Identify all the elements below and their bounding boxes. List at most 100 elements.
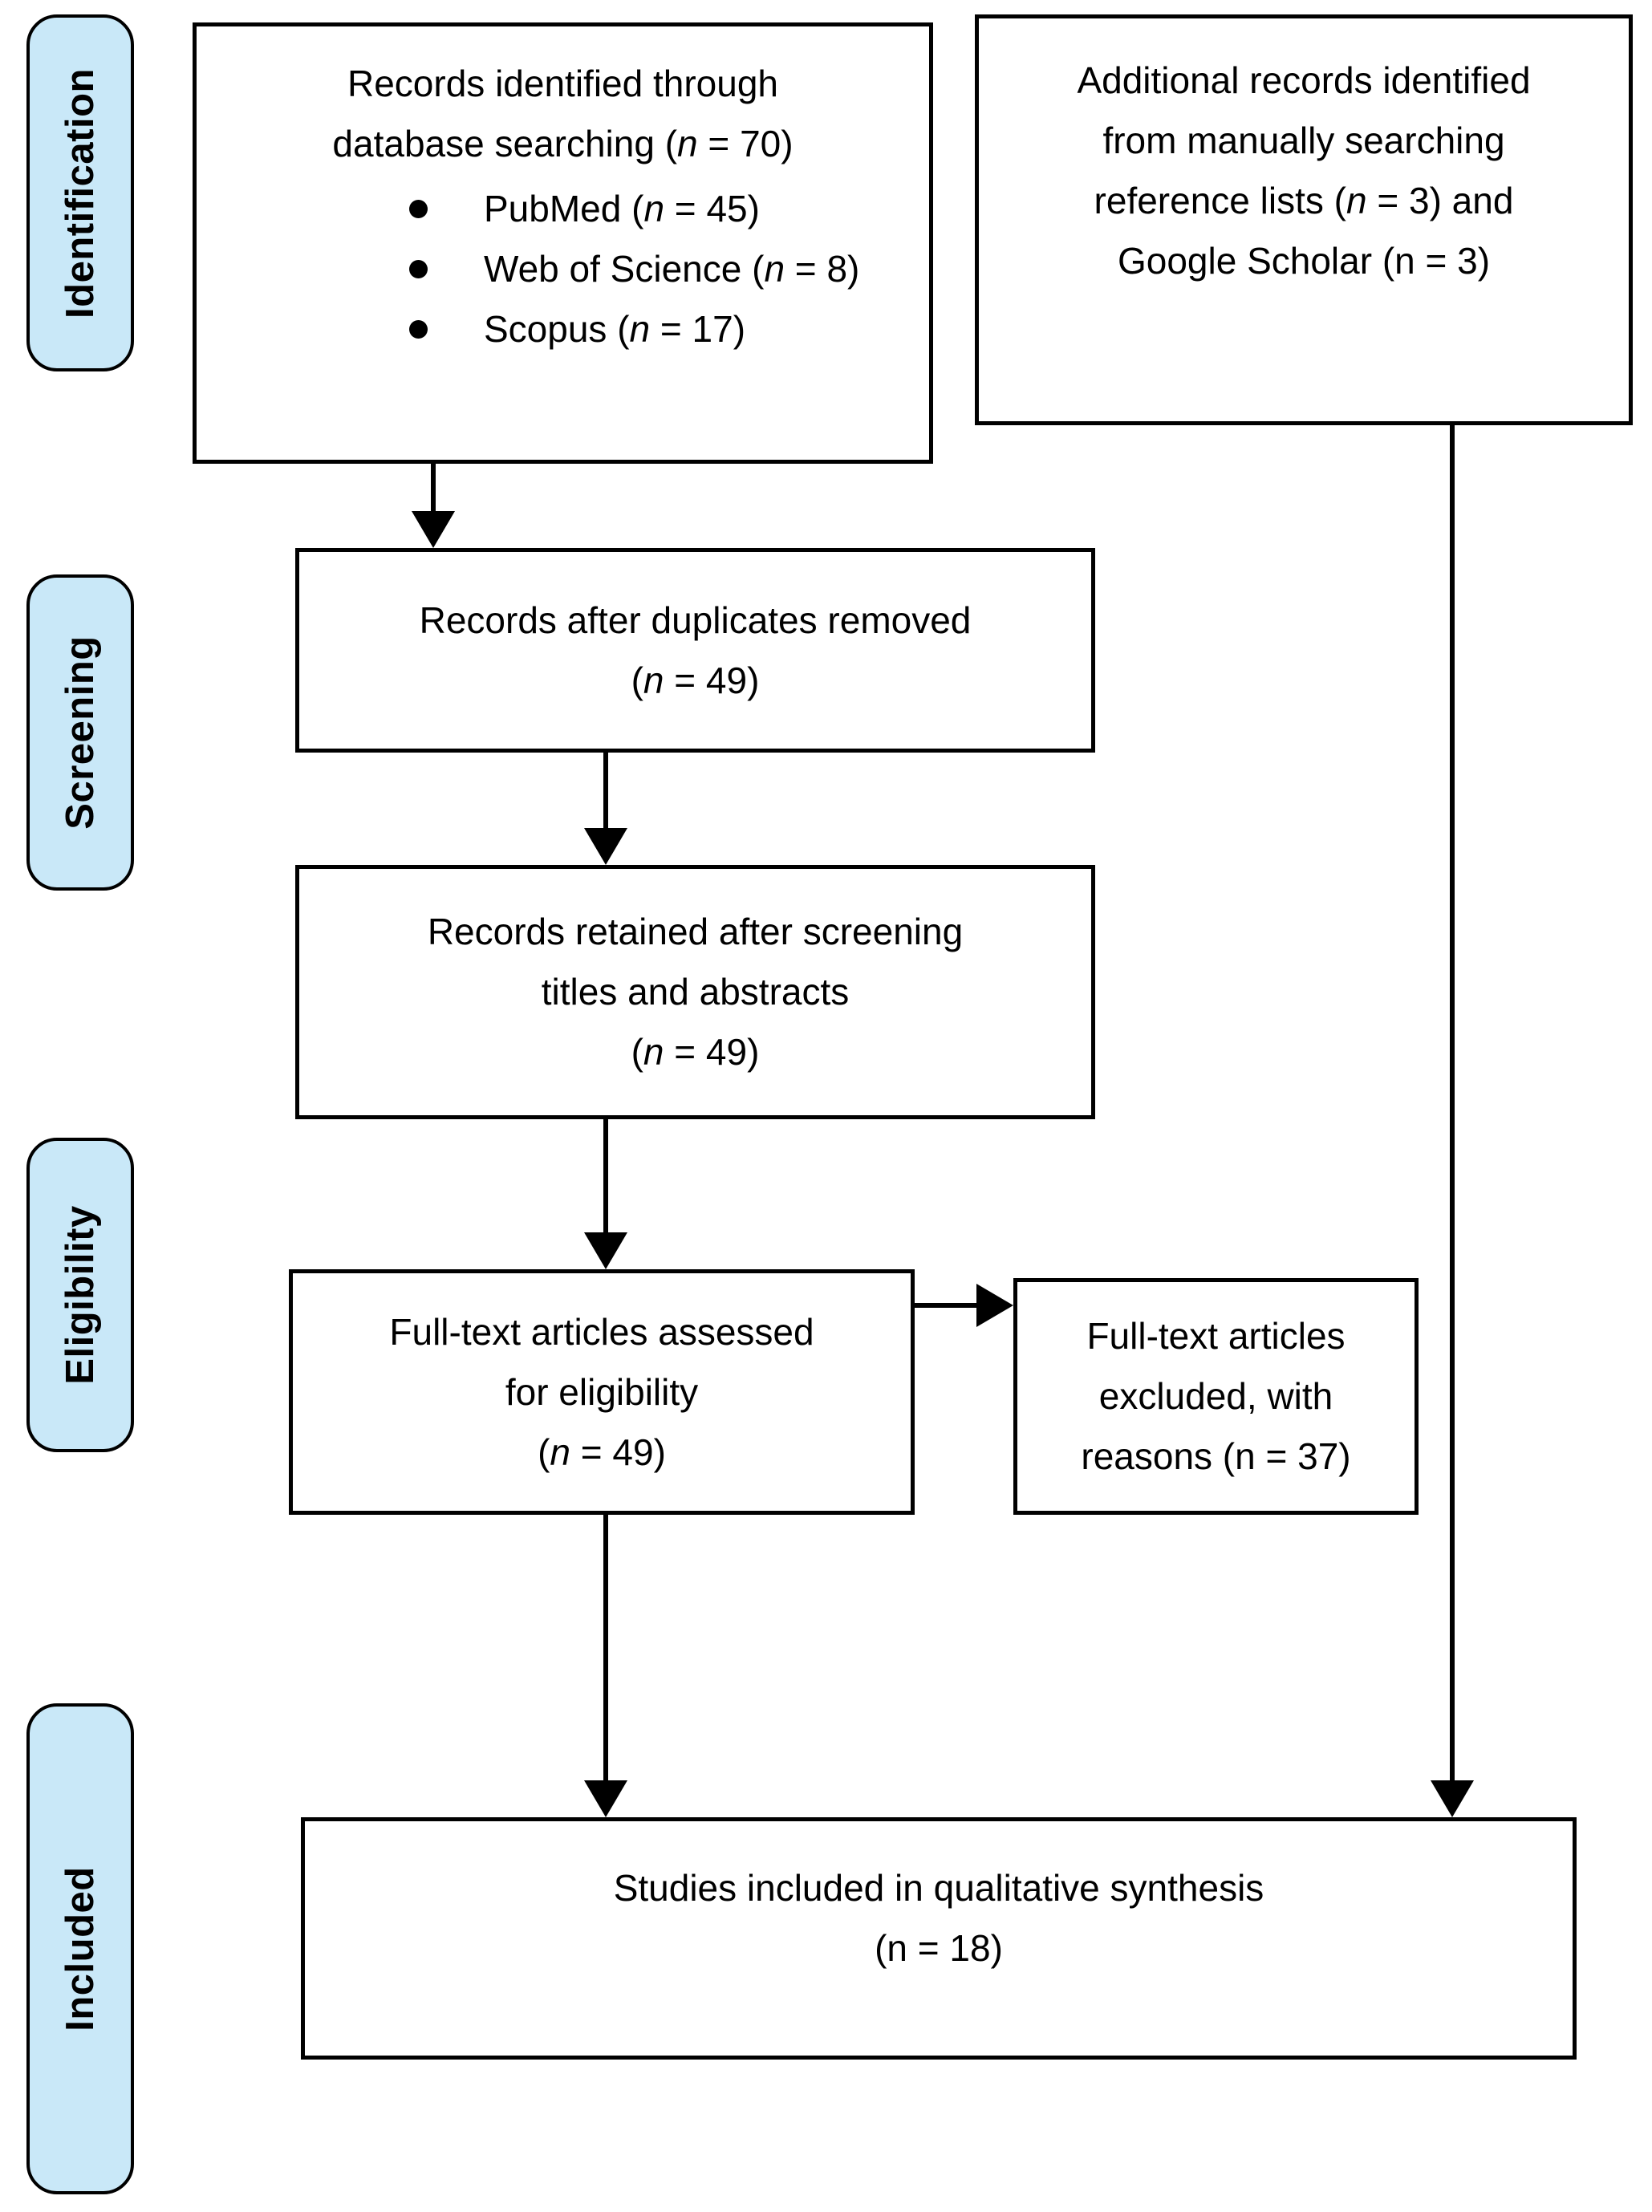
text-line: titles and abstracts — [299, 962, 1091, 1022]
box-text: Additional records identified from manual… — [979, 51, 1629, 291]
text-line: reference lists (n = 3) and — [979, 171, 1629, 231]
box-text: Full-text articles excluded, with reasons … — [1017, 1306, 1415, 1487]
text-segment: = 70) — [697, 123, 794, 164]
text-line: (n = 49) — [293, 1423, 911, 1483]
sidebar-label-identification: Identification — [26, 14, 134, 371]
text-line: database searching (n = 70) — [197, 114, 929, 174]
text-segment: database searching ( — [332, 123, 678, 164]
database-bullet-list: PubMed (n = 45)Web of Science (n = 8)Sco… — [197, 179, 929, 359]
bullet-item: Web of Science (n = 8) — [197, 239, 929, 299]
sidebar-label-included: Included — [26, 1703, 134, 2194]
bullet-item: PubMed (n = 45) — [197, 179, 929, 239]
text-segment: Records identified through — [347, 63, 778, 104]
bullet-dot-icon — [409, 260, 428, 278]
text-segment: = 49) — [664, 1031, 760, 1073]
arrowhead-down-icon — [584, 1232, 627, 1269]
sidebar-label-screening: Screening — [26, 574, 134, 891]
text-line: Full-text articles assessed — [293, 1302, 911, 1362]
italic-n: n — [643, 1031, 664, 1073]
flow-box-fulltext-excluded: Full-text articles excluded, with reasons … — [1013, 1278, 1419, 1515]
text-line: Full-text articles — [1017, 1306, 1415, 1366]
text-segment: Google Scholar (n = 3) — [1117, 240, 1491, 282]
italic-n: n — [550, 1431, 570, 1473]
text-segment: reference lists ( — [1094, 180, 1346, 221]
text-line: from manually searching — [979, 111, 1629, 171]
arrow-shaft — [1450, 425, 1455, 1782]
arrow-shaft — [915, 1303, 978, 1308]
bullet-dot-icon — [409, 200, 428, 218]
phase-label-text: Eligibility — [59, 1205, 102, 1385]
arrow-shaft — [431, 464, 436, 513]
text-segment: Additional records identified — [1077, 59, 1531, 101]
arrowhead-down-icon — [584, 828, 627, 865]
flow-box-duplicates-removed: Records after duplicates removed (n = 49) — [295, 548, 1095, 753]
text-line: Additional records identified — [979, 51, 1629, 111]
text-segment: for eligibility — [505, 1370, 699, 1413]
sidebar-label-eligibility: Eligibility — [26, 1138, 134, 1452]
text-segment: ( — [631, 1031, 643, 1073]
phase-label-text: Included — [59, 1866, 102, 2031]
arrowhead-right-icon — [976, 1284, 1013, 1327]
text-segment: from manually searching — [1102, 120, 1505, 161]
text-segment: Scopus ( — [484, 308, 630, 350]
italic-n: n — [1346, 180, 1367, 221]
text-segment: ( — [538, 1431, 550, 1473]
text-segment: = 17) — [650, 308, 746, 350]
flow-box-fulltext-assessed: Full-text articles assessed for eligibili… — [289, 1269, 915, 1515]
text-line: (n = 49) — [299, 1022, 1091, 1082]
bullet-dot-icon — [409, 320, 428, 339]
text-line: Studies included in qualitative synthesi… — [305, 1858, 1573, 1918]
text-segment: titles and abstracts — [541, 971, 850, 1013]
text-segment: Records retained after screening — [427, 911, 964, 952]
box-text: Full-text articles assessed for eligibili… — [293, 1302, 911, 1483]
text-segment: excluded, with — [1098, 1375, 1333, 1417]
italic-n: n — [643, 659, 664, 701]
text-segment: ( — [631, 659, 643, 701]
text-segment: reasons (n = 37) — [1081, 1435, 1351, 1477]
text-line: for eligibility — [293, 1362, 911, 1423]
phase-label-text: Identification — [59, 67, 102, 319]
italic-n: n — [629, 308, 651, 350]
text-segment: PubMed ( — [484, 188, 644, 229]
bullet-text: Web of Science (n = 8) — [484, 239, 859, 299]
text-line: reasons (n = 37) — [1017, 1427, 1415, 1487]
text-segment: Records after duplicates removed — [419, 599, 972, 641]
text-segment: (n = 18) — [875, 1927, 1003, 1969]
text-segment: = 3) and — [1366, 180, 1514, 221]
arrow-shaft — [603, 1119, 608, 1234]
text-line: (n = 49) — [299, 651, 1091, 711]
text-segment: Full-text articles — [1086, 1315, 1346, 1357]
text-line: Records identified through — [197, 54, 929, 114]
arrowhead-down-icon — [584, 1780, 627, 1817]
phase-label-text: Screening — [59, 635, 102, 830]
text-segment: Web of Science ( — [484, 248, 765, 290]
bullet-text: PubMed (n = 45) — [484, 179, 760, 239]
box-text: Studies included in qualitative synthesi… — [305, 1858, 1573, 1979]
flow-box-records-retained: Records retained after screening titles a… — [295, 865, 1095, 1119]
text-line: Google Scholar (n = 3) — [979, 231, 1629, 291]
bullet-item: Scopus (n = 17) — [197, 299, 929, 359]
text-segment: = 49) — [570, 1431, 666, 1473]
text-segment: = 45) — [664, 188, 760, 229]
arrow-shaft — [603, 1515, 608, 1782]
text-segment: = 49) — [664, 659, 760, 701]
text-line: excluded, with — [1017, 1366, 1415, 1427]
bullet-text: Scopus (n = 17) — [484, 299, 745, 359]
text-segment: Full-text articles assessed — [389, 1310, 814, 1353]
text-line: Records after duplicates removed — [299, 591, 1091, 651]
flow-box-additional-records: Additional records identified from manual… — [975, 14, 1633, 425]
italic-n: n — [764, 248, 785, 290]
text-segment: = 8) — [785, 248, 860, 290]
box-text: Records identified through database searc… — [197, 54, 929, 174]
text-segment: Studies included in qualitative synthesi… — [613, 1867, 1264, 1909]
arrow-shaft — [603, 753, 608, 830]
text-line: Records retained after screening — [299, 902, 1091, 962]
text-line: (n = 18) — [305, 1918, 1573, 1979]
italic-n: n — [643, 188, 665, 229]
italic-n: n — [677, 123, 698, 164]
box-text: Records after duplicates removed (n = 49) — [299, 591, 1091, 711]
arrowhead-down-icon — [1431, 1780, 1474, 1817]
arrowhead-down-icon — [412, 511, 455, 548]
flow-box-records-identified: Records identified through database searc… — [193, 22, 933, 464]
